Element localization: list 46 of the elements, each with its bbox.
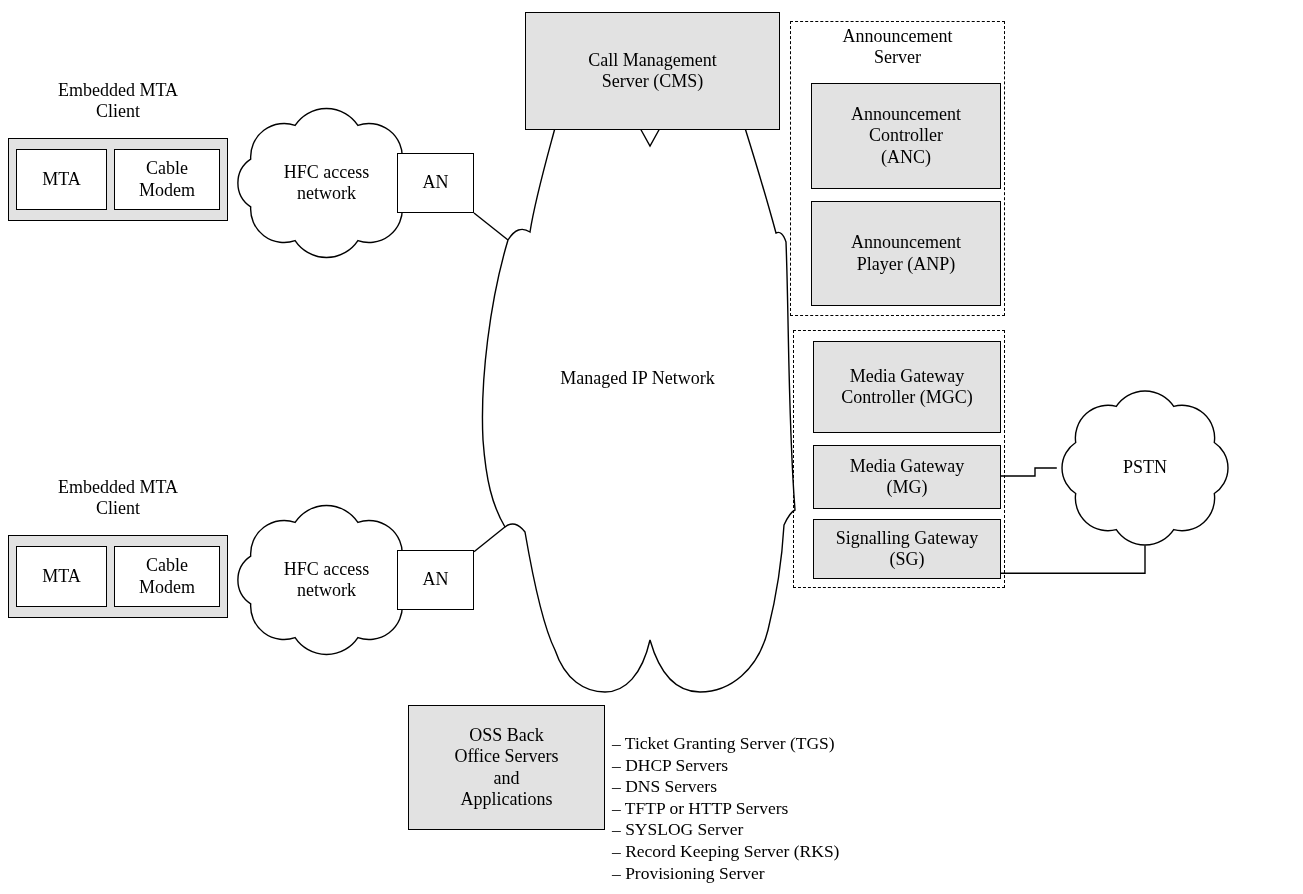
server-box — [525, 12, 780, 130]
connector-line — [473, 526, 506, 553]
server-box — [813, 519, 1001, 579]
box-label: Media Gateway (MG) — [848, 455, 966, 499]
box-label: Announcement Controller (ANC) — [850, 104, 962, 168]
box-label: MTA — [42, 168, 81, 191]
server-box — [408, 705, 605, 830]
box-label: Signalling Gateway (SG) — [834, 527, 980, 571]
server-box — [813, 445, 1001, 509]
list-item: – Ticket Granting Server (TGS) — [612, 733, 836, 755]
network-label: PSTN — [1123, 457, 1167, 479]
network-label: HFC access network — [282, 161, 371, 205]
connector-line — [999, 467, 1058, 477]
box-label: Cable Modem — [138, 555, 196, 598]
list-item: – DHCP Servers — [612, 754, 729, 777]
box-label: Cable Modem — [138, 158, 196, 201]
box-label: AN — [422, 172, 449, 194]
box-label: Call Management Server (CMS) — [587, 49, 718, 93]
box-label: AN — [422, 569, 449, 591]
dashed-group-box — [790, 21, 1005, 316]
box-label: MTA — [42, 565, 81, 588]
component-box — [16, 546, 107, 607]
list-item: – Record Keeping Server (RKS) — [612, 840, 840, 863]
device-heading: Embedded MTA Client — [56, 80, 179, 123]
box-label: Media Gateway Controller (MGC) — [840, 365, 974, 409]
box-label: Announcement Player (ANP) — [850, 232, 962, 275]
network-label: Managed IP Network — [560, 368, 715, 390]
server-box — [813, 341, 1001, 433]
network-label: HFC access network — [282, 558, 371, 602]
component-box — [397, 550, 474, 610]
component-box — [16, 149, 107, 210]
server-box — [811, 201, 1001, 306]
device-heading: Embedded MTA Client — [56, 477, 179, 520]
list-item: – SYSLOG Server — [612, 819, 745, 841]
component-box — [397, 153, 474, 213]
dashed-group-box — [793, 330, 1005, 588]
group-heading: Announcement Server — [841, 26, 954, 69]
server-box — [811, 83, 1001, 189]
component-box — [114, 546, 220, 607]
component-box — [114, 149, 220, 210]
connector-line — [473, 212, 509, 241]
list-item: – DNS Servers — [612, 776, 718, 798]
connector-line — [999, 544, 1146, 574]
list-item: – TFTP or HTTP Servers — [612, 797, 790, 820]
list-item: – Provisioning Server — [612, 862, 766, 885]
box-label: OSS Back Office Servers and Applications — [453, 725, 560, 810]
